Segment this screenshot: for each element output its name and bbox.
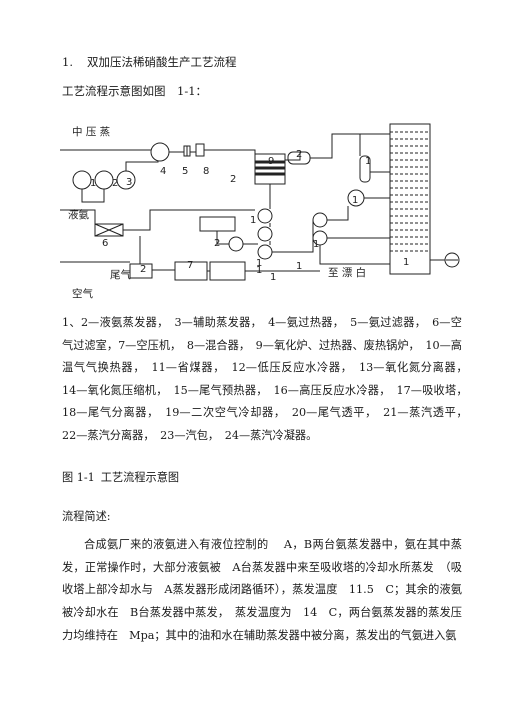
economizer xyxy=(257,226,273,242)
equipment-number: 2 xyxy=(214,238,220,249)
equipment-number: 1 xyxy=(352,195,358,206)
equipment-number: 5 xyxy=(182,166,188,177)
section-heading: 1. 双加压法稀硝酸生产工艺流程 xyxy=(62,54,236,70)
mixer xyxy=(195,143,205,157)
figure-caption-text: 工艺流程示意图 xyxy=(100,471,180,484)
equipment-number: 1 xyxy=(250,215,256,226)
equipment-number: 1 xyxy=(256,258,262,269)
figure-caption: 图 1-1 工艺流程示意图 xyxy=(62,469,179,485)
section-title: 双加压法稀硝酸生产工艺流程 xyxy=(86,55,237,69)
separator-right xyxy=(359,155,371,183)
label-to-bleach: 至 漂 白 xyxy=(328,266,366,279)
equipment-number: 7 xyxy=(187,260,193,271)
section-number: 1. xyxy=(62,55,73,69)
process-flow-diagram: 中 压 蒸 液氨 尾气 空气 至 漂 白 1 2 3 4 5 8 9 2 1 2… xyxy=(60,123,460,300)
secondary-cooler xyxy=(228,236,244,252)
process-summary-heading: 流程简述: xyxy=(62,510,111,523)
equipment-number: 1 xyxy=(270,272,276,283)
label-liquid-ammonia: 液氨 xyxy=(68,208,89,221)
vessel-2 xyxy=(129,263,153,279)
figure-label: 图 1-1 xyxy=(62,471,95,484)
gas-heat-exchanger xyxy=(257,208,273,224)
ammonia-superheater xyxy=(150,142,170,162)
equipment-number: 1 xyxy=(403,257,409,268)
label-air: 空气 xyxy=(72,287,93,300)
tower-trays xyxy=(390,131,430,252)
equipment-legend: 1、2—液氨蒸发器， 3—辅助蒸发器， 4—氨过热器， 5—氨过滤器， 6—空气… xyxy=(62,316,474,442)
equipment-number: 1 xyxy=(90,178,96,189)
absorption-tower xyxy=(389,123,431,275)
equipment-number: 2 xyxy=(140,264,146,275)
separator-13 xyxy=(312,212,328,228)
equipment-number: 4 xyxy=(160,166,166,177)
equipment-number: 2 xyxy=(296,149,302,160)
label-steam: 中 压 蒸 xyxy=(72,125,110,138)
equipment-numbers: 1 2 3 4 5 8 9 2 1 2 1 1 6 2 7 2 1 1 1 1 … xyxy=(90,149,409,283)
equipment-number: 8 xyxy=(203,166,209,177)
evaporator-2 xyxy=(94,170,114,190)
equipment-number: 6 xyxy=(102,238,108,249)
equipment-number: 1 xyxy=(313,239,319,250)
equipment-number: 1 xyxy=(256,265,262,276)
equipment-number: 2 xyxy=(112,178,118,189)
figure-intro: 工艺流程示意图如图 1-1： xyxy=(62,84,208,98)
vessel-2b xyxy=(209,261,246,281)
cooler-12 xyxy=(257,244,273,260)
equipment-number: 3 xyxy=(126,177,132,188)
equipment-number: 1 xyxy=(296,261,302,272)
process-description: 合成氨厂来的液氨进入有液位控制的 A，B两台氨蒸发器中，氨在其中蒸发，正常操作时… xyxy=(62,538,462,642)
evaporator-1 xyxy=(72,170,92,190)
equipment-number: 1 xyxy=(365,156,371,167)
label-tail-gas: 尾气 xyxy=(110,268,131,281)
equipment-number: 9 xyxy=(268,156,274,167)
equipment-number: 2 xyxy=(230,174,236,185)
vessel-12 xyxy=(199,216,236,232)
